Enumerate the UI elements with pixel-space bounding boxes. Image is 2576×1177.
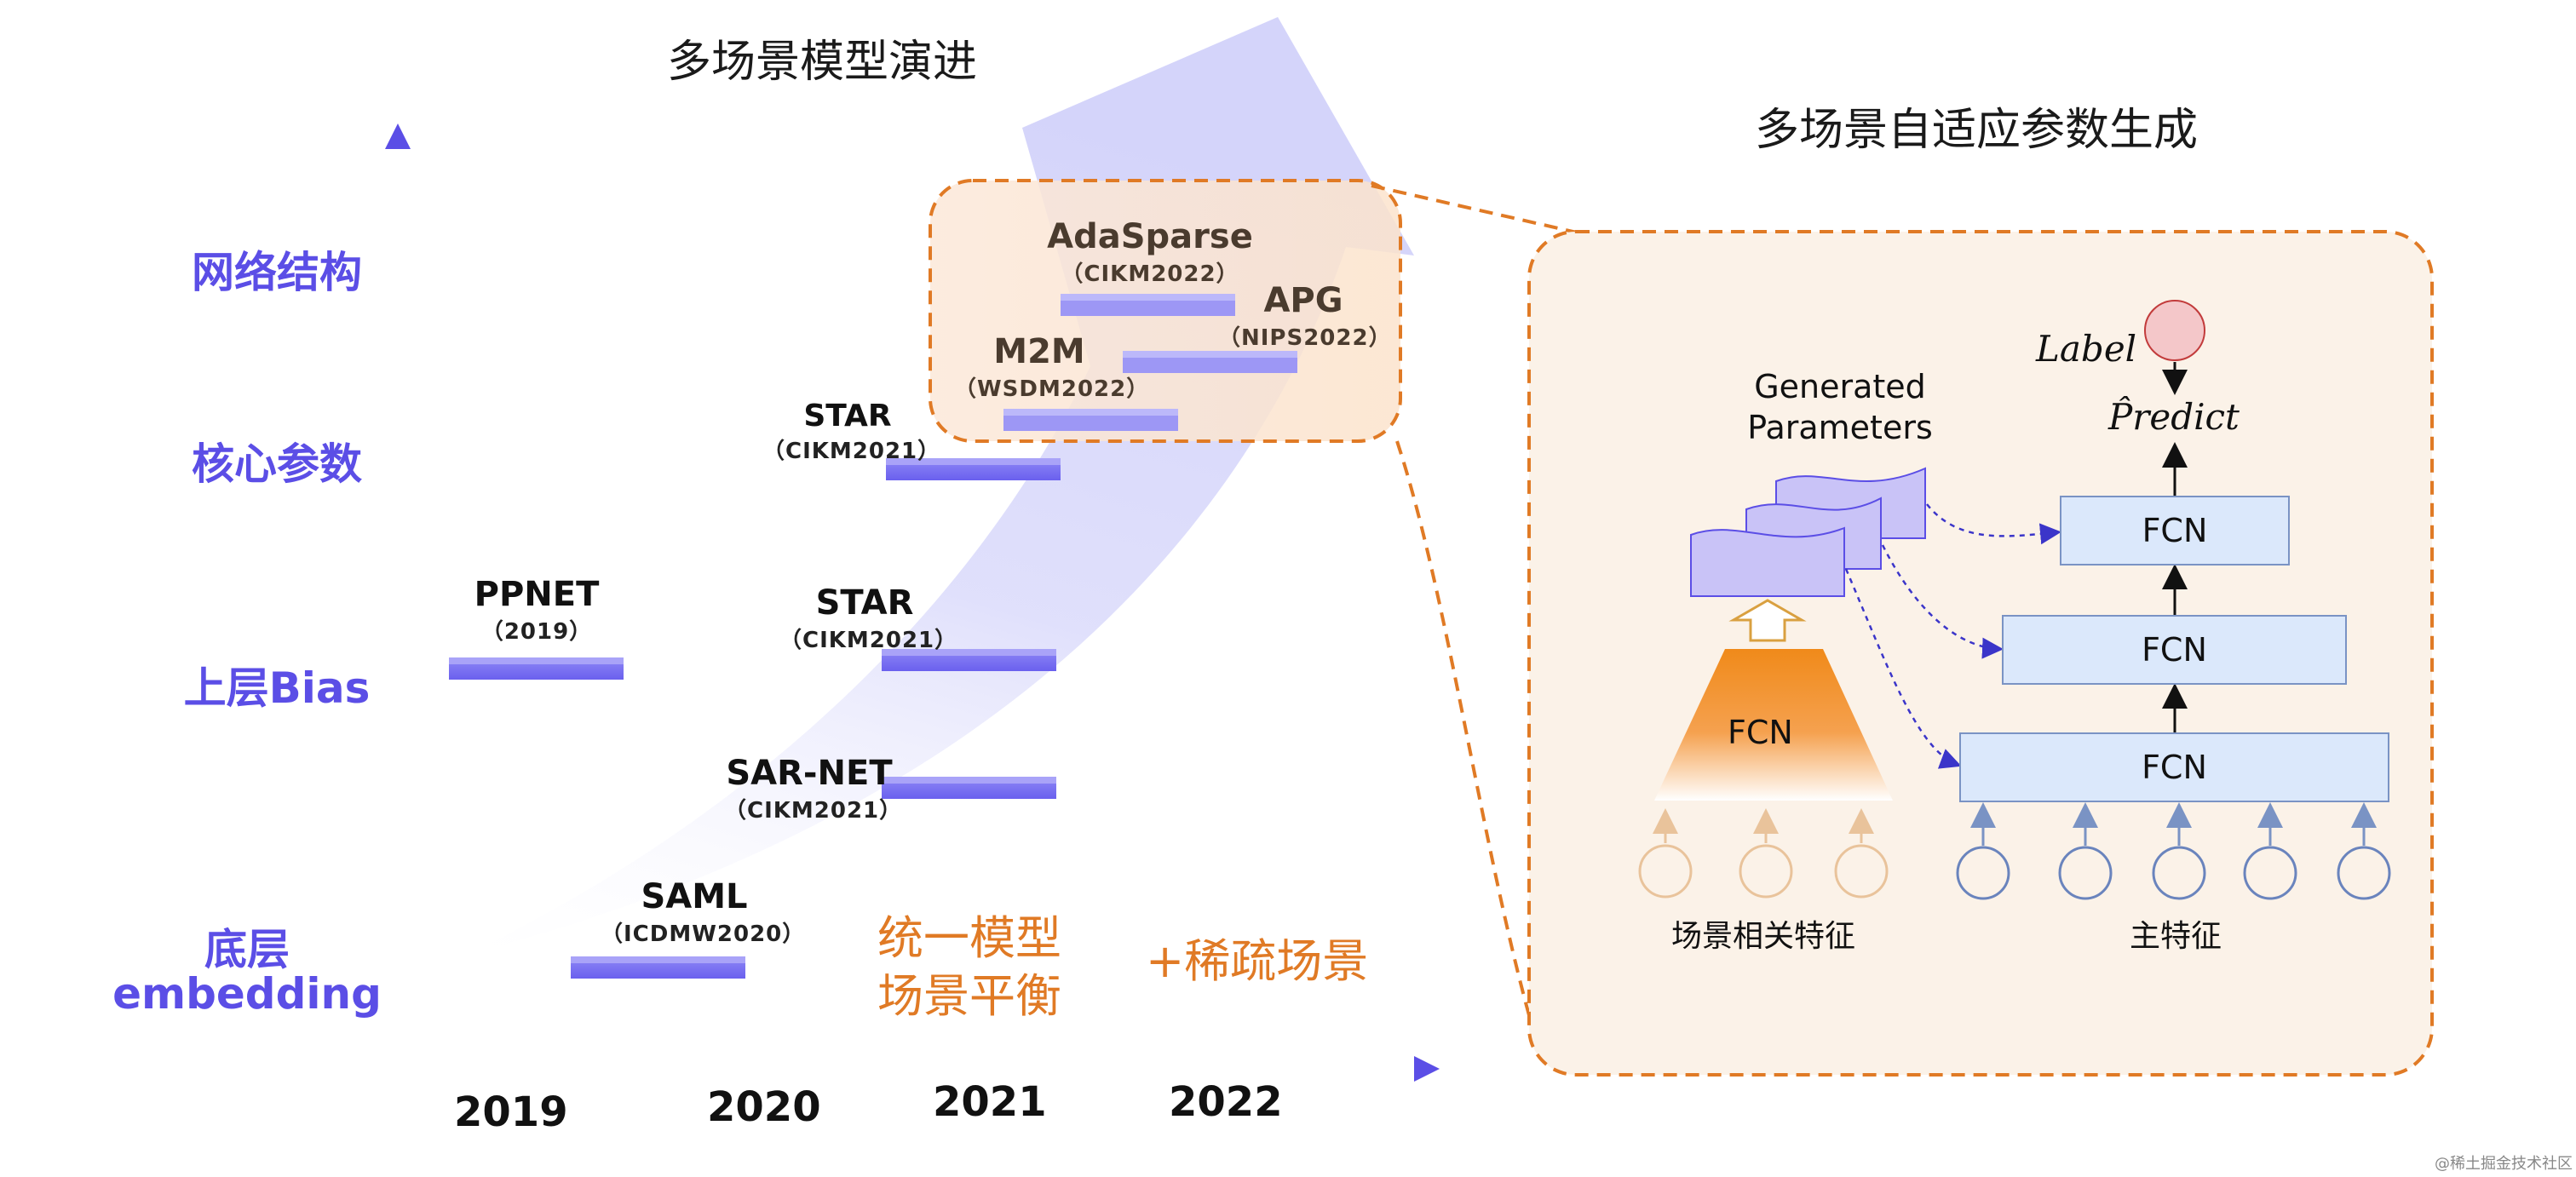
bar-star-core <box>886 458 1061 480</box>
note-sparse-scene: +稀疏场景 <box>1146 934 1369 988</box>
bar-ppnet <box>449 657 624 680</box>
x-year-2019: 2019 <box>454 1088 568 1136</box>
fcn-top: FCN <box>2060 496 2290 566</box>
model-m2m-name: M2M <box>993 332 1085 371</box>
scene-fcn-trapezoid <box>1654 649 1893 801</box>
model-adasparse: AdaSparse （CIKM2022） <box>1044 217 1256 288</box>
note-unified-model: 统一模型 场景平衡 <box>877 910 1061 1025</box>
model-m2m-venue: （WSDM2022） <box>954 376 1150 402</box>
main-features-label: 主特征 <box>2130 919 2222 954</box>
fcn-bottom: FCN <box>1959 732 2389 802</box>
generated-line2: Parameters <box>1747 409 1933 446</box>
model-saml-venue: （ICDMW2020） <box>601 922 806 947</box>
main-feature-inputs <box>1956 802 2391 900</box>
bar-star-bias <box>882 649 1056 671</box>
model-bars <box>449 294 1297 979</box>
model-saml-name: SAML <box>641 877 748 916</box>
hollow-up-arrow <box>1728 599 1807 642</box>
model-star-core-name: STAR <box>803 399 892 433</box>
model-apg-name: APG <box>1263 281 1343 320</box>
y-level-core-params: 核心参数 <box>192 439 362 489</box>
bar-sarnet <box>882 777 1056 799</box>
model-sarnet-name: SAR-NET <box>726 754 893 793</box>
bar-saml <box>571 956 745 979</box>
right-title: 多场景自适应参数生成 <box>1755 105 2199 156</box>
label-circle <box>2144 300 2205 361</box>
model-apg: APG （NIPS2022） <box>1218 281 1392 352</box>
model-saml: SAML （ICDMW2020） <box>601 877 806 948</box>
evolution-arrow <box>469 17 1414 954</box>
x-year-2020: 2020 <box>707 1083 821 1131</box>
model-star-bias-venue: （CIKM2021） <box>779 628 958 653</box>
model-m2m: M2M （WSDM2022） <box>954 332 1150 403</box>
note-unified-line2: 场景平衡 <box>877 969 1061 1023</box>
right-panel <box>1527 230 2434 1077</box>
model-star-bias-name: STAR <box>815 583 914 623</box>
model-apg-venue: （NIPS2022） <box>1218 325 1392 351</box>
zoom-line-top <box>1371 184 1585 236</box>
model-sarnet-venue: （CIKM2021） <box>724 798 903 824</box>
fcn-middle: FCN <box>2002 615 2347 685</box>
watermark: @稀土掘金技术社区 <box>2435 1155 2573 1173</box>
model-adasparse-venue: （CIKM2022） <box>1061 261 1239 287</box>
generated-parameters-icon <box>1690 467 1926 597</box>
label-text: Label <box>2036 328 2137 370</box>
scene-feature-inputs <box>1638 808 1889 899</box>
y-level-upper-bias: 上层Bias <box>183 663 371 713</box>
note-unified-line1: 统一模型 <box>877 911 1061 965</box>
bar-apg <box>1123 351 1297 373</box>
y-level-bottom: 底层 <box>204 925 290 974</box>
x-year-2022: 2022 <box>1169 1078 1283 1126</box>
model-adasparse-name: AdaSparse <box>1047 217 1253 256</box>
left-title: 多场景模型演进 <box>667 37 978 88</box>
model-ppnet: PPNET （2019） <box>451 575 622 646</box>
model-ppnet-venue: （2019） <box>480 619 593 645</box>
y-level-embedding: embedding <box>112 969 382 1019</box>
model-star-bias: STAR （CIKM2021） <box>779 583 958 654</box>
generated-parameters-label: Generated Parameters <box>1738 366 1942 448</box>
model-star-core: STAR （CIKM2021） <box>762 399 941 465</box>
bar-m2m <box>1003 409 1178 431</box>
generated-line1: Generated <box>1754 368 1926 405</box>
scene-fcn-label: FCN <box>1728 714 1793 751</box>
model-star-core-venue: （CIKM2021） <box>762 439 941 464</box>
model-ppnet-name: PPNET <box>474 575 600 614</box>
scene-features-label: 场景相关特征 <box>1671 919 1856 954</box>
x-year-2021: 2021 <box>933 1078 1047 1126</box>
predict-text: P̂redict <box>2108 396 2240 438</box>
model-sarnet: SAR-NET （CIKM2021） <box>724 754 903 824</box>
y-level-network: 网络结构 <box>192 248 362 297</box>
bar-adasparse <box>1061 294 1235 316</box>
zoom-line-bottom <box>1395 440 1535 1031</box>
